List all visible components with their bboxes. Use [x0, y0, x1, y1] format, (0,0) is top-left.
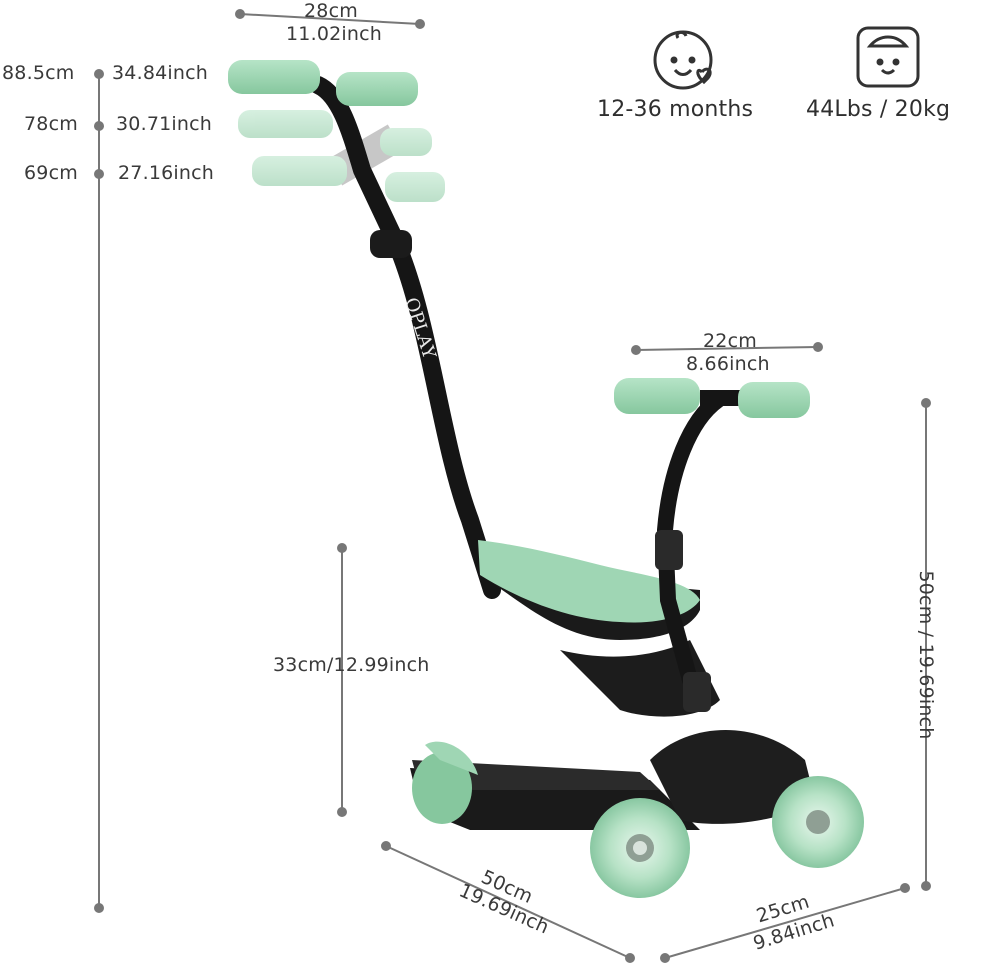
height-3-cm: 69cm [24, 162, 78, 184]
age-label: 12-36 months [597, 97, 754, 122]
seat-height-label: 33cm/12.99inch [273, 654, 430, 676]
dimension-lines [94, 9, 931, 963]
weight-scale-icon [856, 26, 920, 88]
seat-handlebar [614, 378, 810, 712]
seat-handle-width-inch: 8.66inch [686, 353, 770, 375]
height-2-inch: 30.71inch [116, 113, 213, 135]
height-1-cm: 88.5cm [2, 62, 75, 84]
height-1-inch: 34.84inch [112, 62, 209, 84]
push-handle: OPLAY [228, 60, 501, 599]
load-label: 44Lbs / 20kg [806, 97, 951, 122]
seat-handle-width-cm: 22cm [703, 330, 757, 352]
handle-width-inch: 11.02inch [286, 23, 383, 45]
handle-width-cm: 28cm [304, 0, 358, 22]
height-2-cm: 78cm [24, 113, 78, 135]
ghost-handles [238, 110, 445, 202]
deck [410, 730, 815, 830]
scooter-height-label: 50cm / 19.69inch [915, 570, 937, 740]
brand-text: OPLAY [400, 295, 440, 362]
height-3-inch: 27.16inch [118, 162, 215, 184]
front-wheels [590, 776, 864, 898]
baby-face-icon [653, 30, 713, 90]
